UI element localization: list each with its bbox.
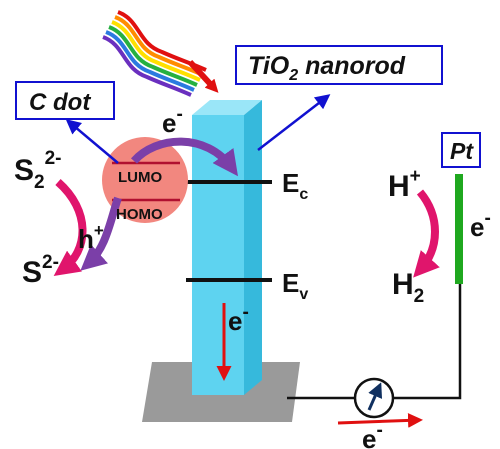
homo-label: HOMO bbox=[116, 206, 163, 223]
nanorod-label-box bbox=[235, 45, 443, 85]
rainbow-light-icon bbox=[102, 10, 219, 97]
lumo-label: LUMO bbox=[118, 169, 162, 186]
ev-label: Ev bbox=[282, 268, 308, 303]
ec-label: Ec bbox=[282, 168, 308, 203]
electron-injection-arrow bbox=[130, 137, 239, 177]
nanorod-pointer-arrow bbox=[257, 94, 331, 151]
hole-transfer-arrow bbox=[80, 196, 122, 271]
electron-label-rod: e- bbox=[228, 302, 249, 336]
nanorod-label: TiO2 nanorod bbox=[248, 52, 406, 84]
electron-label-pt: e- bbox=[470, 208, 491, 242]
electron-label-circuit: e- bbox=[362, 420, 383, 449]
proton-reduction-arrow bbox=[413, 189, 440, 278]
external-circuit-wire bbox=[287, 280, 462, 400]
proton-label: H+ bbox=[388, 166, 421, 203]
pt-electrode bbox=[455, 174, 463, 284]
ammeter-icon bbox=[353, 377, 395, 419]
pt-label: Pt bbox=[450, 138, 474, 164]
c-dot bbox=[102, 137, 188, 223]
external-electron-arrow bbox=[337, 412, 423, 428]
c-dot-label: C dot bbox=[29, 89, 91, 116]
hole-label: h+ bbox=[78, 221, 104, 254]
disulfide-label: S22- bbox=[14, 148, 62, 193]
electron-label-top: e- bbox=[162, 104, 183, 138]
c-dot-pointer-arrow bbox=[65, 119, 119, 164]
c-dot-label-box bbox=[15, 81, 115, 120]
hydrogen-label: H2 bbox=[392, 268, 424, 307]
sulfide-oxidation-arrow bbox=[53, 178, 87, 276]
sulfide-label: S2- bbox=[22, 252, 59, 289]
pt-label-box bbox=[441, 132, 481, 168]
